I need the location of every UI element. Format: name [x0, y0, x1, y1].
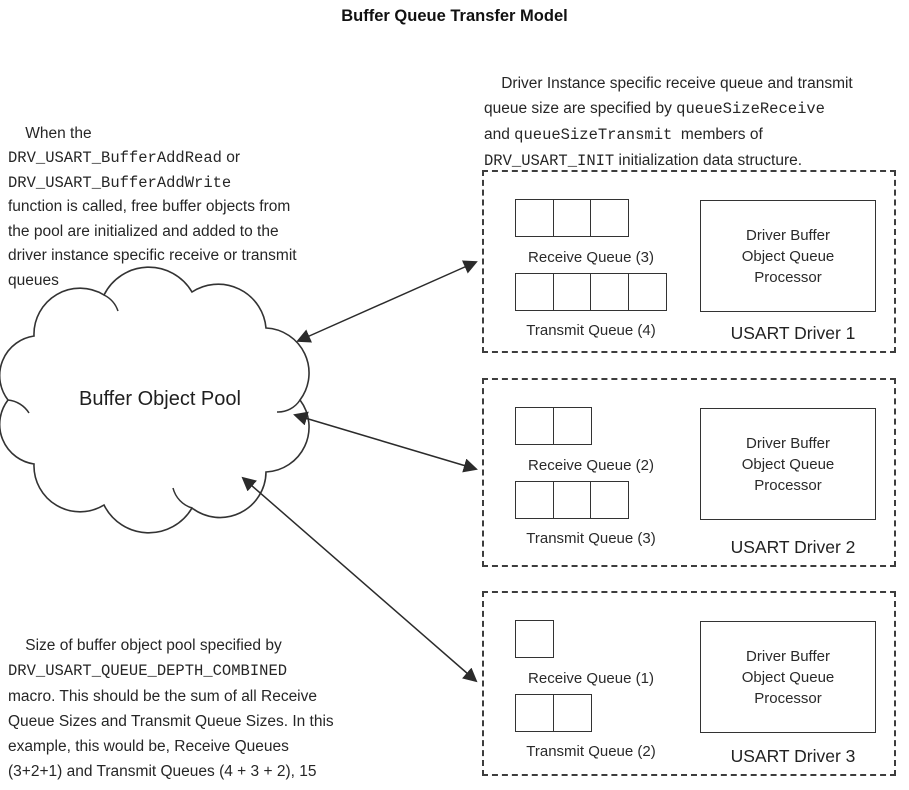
driver-buffer-object-queue-processor: Driver Buffer Object Queue Processor — [700, 200, 876, 312]
intro-text-part: or — [226, 149, 241, 166]
intro-text-part: When the — [25, 124, 92, 142]
code-buffer-add-write: DRV_USART_BufferAddWrite — [8, 173, 232, 192]
usart-driver-3-box: Receive Queue (1) Transmit Queue (2) Dri… — [482, 591, 896, 776]
queue-size-note-part: and — [484, 126, 510, 143]
code-queue-size-receive: queueSizeReceive — [676, 100, 825, 118]
receive-queue-label: Receive Queue (3) — [528, 249, 654, 266]
driver-buffer-object-queue-processor: Driver Buffer Object Queue Processor — [700, 621, 876, 733]
queue-size-note: Driver Instance specific receive queue a… — [484, 46, 909, 199]
queue-cell — [515, 481, 554, 519]
queue-cell — [552, 273, 592, 311]
queue-cell — [590, 481, 629, 519]
receive-queue-cells — [515, 620, 554, 658]
usart-driver-2-box: Receive Queue (2) Transmit Queue (3) Dri… — [482, 378, 896, 567]
queue-size-note-part: initialization data structure. — [614, 152, 803, 169]
queue-size-note-part: members of — [680, 126, 763, 143]
transmit-queue-label: Transmit Queue (2) — [526, 743, 656, 760]
pool-size-note: Size of buffer object pool specified by … — [8, 608, 448, 790]
pool-size-note-part: macro. This should be the sum of all Rec… — [8, 688, 334, 780]
intro-text-part: function is called, free buffer objects … — [8, 198, 297, 289]
transmit-queue-cells — [515, 273, 667, 311]
driver-name-label: USART Driver 1 — [730, 323, 856, 343]
queue-cell — [515, 407, 554, 445]
code-buffer-add-read: DRV_USART_BufferAddRead — [8, 149, 222, 167]
queue-cell — [552, 407, 592, 445]
queue-cell — [590, 273, 629, 311]
queue-cell — [515, 620, 554, 658]
queue-cell — [515, 273, 554, 311]
transmit-queue-label: Transmit Queue (3) — [526, 530, 656, 547]
driver-name-label: USART Driver 2 — [730, 537, 856, 557]
pool-size-note-part: Size of buffer object pool specified by — [25, 637, 282, 654]
transmit-queue-cells — [515, 481, 629, 519]
driver-name-label: USART Driver 3 — [730, 746, 856, 766]
transmit-queue-cells — [515, 694, 592, 732]
receive-queue-label: Receive Queue (1) — [528, 670, 654, 687]
queue-size-note-part: Driver Instance specific receive queue a… — [484, 75, 853, 117]
queue-cell — [515, 694, 554, 732]
buffer-pool-label: Buffer Object Pool — [79, 388, 241, 410]
code-drv-usart-init: DRV_USART_INIT — [484, 152, 615, 170]
code-queue-size-transmit: queueSizeTransmit — [514, 126, 673, 144]
queue-cell — [627, 273, 667, 311]
receive-queue-label: Receive Queue (2) — [528, 457, 654, 474]
queue-cell — [552, 694, 592, 732]
intro-text: When the DRV_USART_BufferAddRead or DRV_… — [8, 97, 378, 318]
queue-cell — [552, 481, 592, 519]
queue-cell — [590, 199, 629, 237]
receive-queue-cells — [515, 407, 592, 445]
arrow-cloud-driver-2 — [293, 411, 478, 473]
queue-cell — [515, 199, 554, 237]
usart-driver-1-box: Receive Queue (3) Transmit Queue (4) Dri… — [482, 170, 896, 353]
code-queue-depth-combined: DRV_USART_QUEUE_DEPTH_COMBINED — [8, 662, 288, 680]
transmit-queue-label: Transmit Queue (4) — [526, 322, 656, 339]
driver-buffer-object-queue-processor: Driver Buffer Object Queue Processor — [700, 408, 876, 520]
receive-queue-cells — [515, 199, 629, 237]
queue-cell — [552, 199, 592, 237]
page-title: Buffer Queue Transfer Model — [341, 7, 568, 25]
